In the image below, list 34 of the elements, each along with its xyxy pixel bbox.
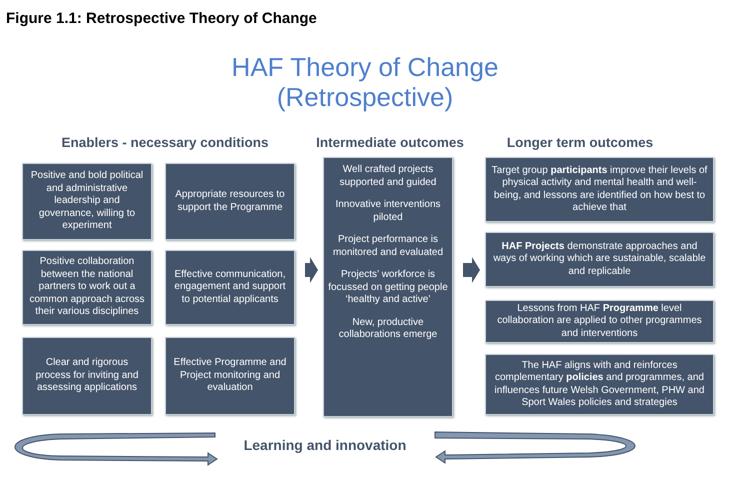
box-text: HAF Projects demonstrate approaches and ways of working which are sustainable, scalable and replicable [492, 240, 707, 278]
column-heading: Longer term outcomes [506, 134, 654, 152]
outcome-box [485, 232, 714, 287]
box-text: Innovative interventions piloted [334, 199, 442, 224]
box-text: Effective communication, engagement and support to potential applicants [173, 268, 287, 306]
outcome-box [165, 337, 295, 415]
box-text: Well crafted projects supported and guided [338, 164, 438, 189]
box-text: Positive and bold political and administrative leadership and governance, willing to experiment [30, 170, 144, 233]
box-text: Clear and rigorous process for inviting and assessing applications [34, 357, 140, 395]
block-arrow [463, 257, 480, 283]
outcomes-box [323, 157, 453, 417]
box-text: Projects’ workforce is focussed on getting people ‘healthy and active’ [328, 269, 448, 306]
block-arrow [305, 257, 318, 283]
box-text: Lessons from HAF Programme level collaboration are applied to other programmes and interventions [496, 302, 703, 340]
outcome-box [485, 300, 714, 343]
box-text: Positive collaboration between the national partners to work out a common approach across their various disciplines [28, 256, 146, 319]
outcome-box [165, 250, 295, 325]
box-text: Effective Programme and Project monitoring and evaluation [172, 357, 288, 395]
box-text: New, productive collaborations emerge [338, 316, 438, 342]
box-text: Target group participants improve their levels of physical activity and mental health and well-being, and lessons are identified on how best to achieve that [490, 164, 708, 214]
box-text: The HAF aligns with and reinforces complementary policies and programmes, and influences future Welsh Government, PHW and Sport Wales policies and strategies [494, 360, 706, 410]
outcome-box [22, 163, 152, 240]
cycle-label: Learning and innovation [242, 436, 408, 455]
column-heading: Enablers - necessary conditions [60, 134, 270, 152]
figure-title: Figure 1.1: Retrospective Theory of Change [6, 9, 317, 29]
box-text: Appropriate resources to support the Programme [174, 189, 286, 214]
diagram-heading: HAF Theory of Change (Retrospective) [230, 52, 500, 112]
outcome-box [22, 337, 152, 415]
outcome-box [22, 250, 152, 325]
outcome-box [165, 163, 295, 240]
column-heading: Intermediate outcomes [315, 134, 465, 152]
box-text: Project performance is monitored and evaluated [332, 234, 444, 259]
outcome-box [485, 157, 714, 222]
outcome-box [485, 354, 714, 415]
